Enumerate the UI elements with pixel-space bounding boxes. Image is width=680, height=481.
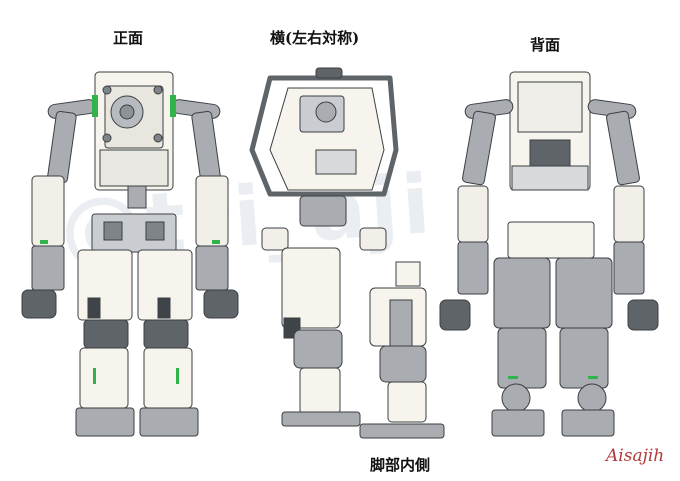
front-view-label: 正面 — [113, 29, 144, 47]
side-view-label: 横(左右対称) — [270, 29, 360, 47]
back-waist — [507, 221, 595, 259]
front-upper-arm-left — [47, 110, 77, 184]
leg-inner-hip — [395, 261, 421, 287]
side-knee — [293, 329, 343, 369]
side-roll-cage — [249, 75, 399, 197]
back-calf-left — [497, 327, 547, 389]
back-view — [439, 71, 659, 437]
back-view-label: 背面 — [530, 36, 561, 54]
front-forearm-right — [195, 175, 229, 247]
leg-inner-knee — [379, 345, 427, 383]
front-knee-right — [143, 319, 189, 349]
side-thigh — [281, 247, 341, 329]
leg-inner-label: 脚部内側 — [370, 456, 431, 474]
back-hand-left — [439, 299, 471, 331]
back-foot-left — [491, 409, 545, 437]
side-foot — [281, 411, 361, 427]
front-thigh-left — [77, 249, 133, 321]
front-view — [21, 71, 239, 437]
back-thigh-right — [555, 257, 613, 329]
leg-inner-view — [359, 261, 445, 439]
side-view — [249, 67, 399, 427]
side-hip — [299, 195, 347, 227]
artist-signature: Aisajih — [606, 446, 665, 466]
back-calf-right — [559, 327, 609, 389]
front-foot-left — [75, 407, 135, 437]
front-shin-left — [79, 347, 129, 409]
back-foot-right — [561, 409, 615, 437]
front-foot-right — [139, 407, 199, 437]
side-shin — [299, 367, 341, 415]
back-arm-right — [606, 110, 640, 186]
back-thigh-left — [493, 257, 551, 329]
front-hand-left — [21, 289, 57, 319]
front-hand-right — [203, 289, 239, 319]
front-upper-arm-right — [191, 110, 221, 184]
leg-inner-foot — [359, 423, 445, 439]
front-forearm-left — [31, 175, 65, 247]
front-knee-left — [83, 319, 129, 349]
leg-inner-shin — [387, 381, 427, 423]
front-shin-right — [143, 347, 193, 409]
back-hand-right — [627, 299, 659, 331]
back-arm-left — [462, 110, 496, 186]
